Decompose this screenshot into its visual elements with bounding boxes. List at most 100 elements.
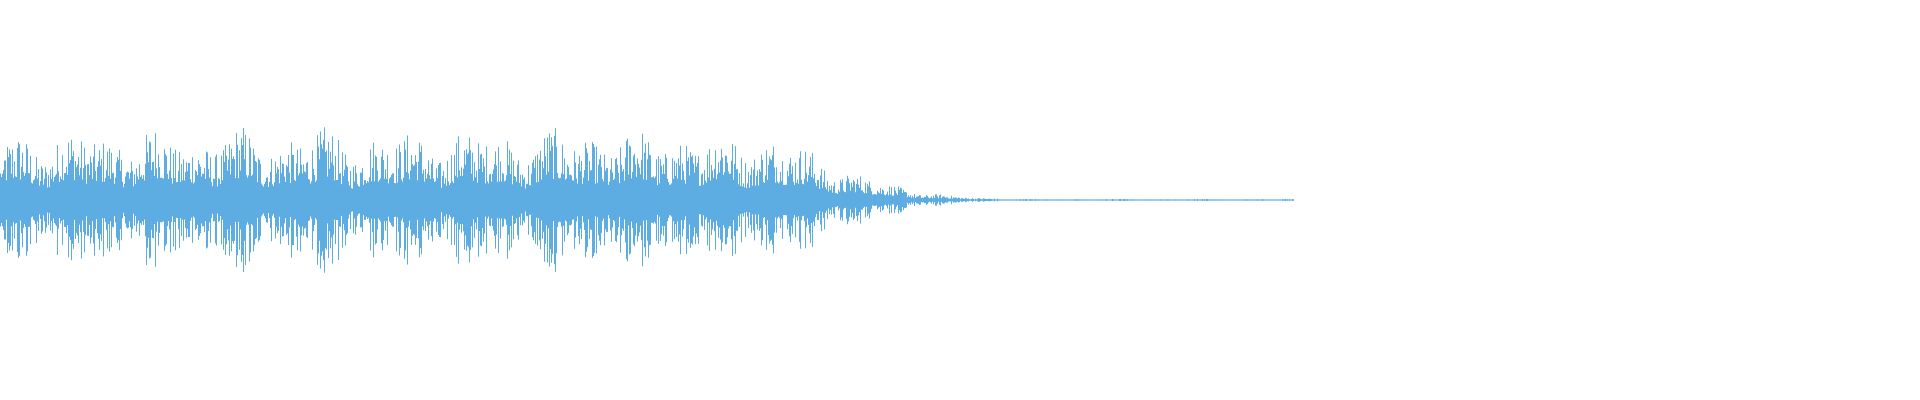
waveform-sample	[345, 154, 346, 246]
waveform-sample	[75, 161, 76, 239]
waveform-sample	[106, 170, 107, 230]
waveform-sample	[819, 188, 820, 212]
waveform-sample	[151, 170, 152, 230]
waveform-sample	[1079, 199, 1080, 201]
waveform-sample	[1187, 199, 1188, 201]
waveform-sample	[1164, 199, 1165, 201]
waveform-sample	[711, 165, 712, 235]
waveform-sample	[321, 144, 322, 256]
waveform-sample	[823, 181, 824, 219]
waveform-sample	[788, 176, 789, 224]
waveform-sample	[721, 148, 722, 252]
waveform-sample	[1131, 199, 1132, 201]
waveform-sample	[361, 172, 362, 228]
waveform-sample	[336, 180, 337, 220]
waveform-sample	[769, 156, 770, 244]
waveform-sample	[63, 180, 64, 220]
waveform-sample	[688, 157, 689, 243]
waveform-sample	[631, 178, 632, 222]
waveform-sample	[627, 138, 628, 262]
waveform-sample	[260, 163, 261, 237]
waveform-sample	[207, 152, 208, 248]
waveform-sample	[1088, 199, 1089, 201]
waveform-sample	[856, 183, 857, 217]
waveform-sample	[942, 196, 943, 204]
waveform-sample	[1123, 199, 1124, 201]
waveform-sample	[380, 178, 381, 222]
waveform-sample	[976, 199, 977, 201]
waveform-sample	[816, 186, 817, 214]
waveform-sample	[912, 195, 913, 205]
waveform-sample	[792, 166, 793, 234]
waveform-sample	[333, 165, 334, 235]
waveform-sample	[458, 136, 459, 264]
waveform-sample	[1106, 199, 1107, 201]
waveform-sample	[424, 181, 425, 219]
waveform-sample	[974, 199, 975, 201]
waveform-sample	[672, 158, 673, 242]
waveform-sample	[113, 172, 114, 228]
waveform-sample	[245, 134, 246, 266]
waveform-sample	[1012, 199, 1013, 201]
waveform-sample	[524, 177, 525, 223]
waveform-sample	[479, 168, 480, 232]
waveform-sample	[927, 195, 928, 205]
waveform-sample	[755, 185, 756, 215]
waveform-sample	[194, 181, 195, 219]
waveform-sample	[1146, 199, 1147, 201]
waveform-sample	[1178, 199, 1179, 201]
waveform-sample	[1047, 199, 1048, 201]
waveform-sample	[611, 158, 612, 242]
waveform-sample	[126, 172, 127, 228]
waveform-sample	[579, 155, 580, 245]
waveform-sample	[835, 192, 836, 208]
waveform-sample	[569, 174, 570, 226]
waveform-sample	[22, 152, 23, 248]
waveform-sample	[1268, 199, 1269, 201]
waveform-sample	[833, 185, 834, 215]
waveform-sample	[999, 199, 1000, 201]
waveform-sample	[38, 169, 39, 231]
waveform-sample	[941, 198, 942, 202]
waveform-sample	[251, 175, 252, 225]
waveform-sample	[342, 152, 343, 248]
waveform-sample	[266, 177, 267, 223]
waveform-sample	[1244, 199, 1245, 201]
waveform-sample	[1166, 199, 1167, 201]
waveform-sample	[460, 175, 461, 225]
waveform-sample	[895, 190, 896, 210]
waveform-sample	[657, 185, 658, 215]
waveform-sample	[1165, 199, 1166, 201]
waveform-sample	[356, 173, 357, 227]
waveform-sample	[305, 172, 306, 228]
waveform-sample	[812, 152, 813, 248]
waveform-sample	[803, 184, 804, 216]
waveform-sample	[313, 168, 314, 232]
waveform-sample	[3, 170, 4, 230]
waveform-sample	[640, 174, 641, 226]
waveform-sample	[1082, 199, 1083, 201]
waveform-sample	[2, 173, 3, 227]
waveform-sample	[318, 146, 319, 254]
waveform-sample	[607, 167, 608, 233]
waveform-sample	[537, 154, 538, 246]
waveform-sample	[110, 178, 111, 222]
waveform-sample	[634, 153, 635, 247]
waveform-sample	[1246, 199, 1247, 201]
waveform-sample	[1132, 199, 1133, 201]
waveform-sample	[215, 156, 216, 244]
waveform-sample	[411, 155, 412, 245]
waveform-sample	[115, 177, 116, 223]
waveform-sample	[188, 163, 189, 237]
waveform-sample	[1258, 199, 1259, 201]
waveform-sample	[744, 187, 745, 213]
waveform-sample	[587, 152, 588, 248]
waveform-sample	[838, 189, 839, 211]
waveform-sample	[916, 196, 917, 204]
waveform-sample	[818, 179, 819, 221]
waveform-sample	[482, 171, 483, 229]
waveform-sample	[790, 157, 791, 243]
waveform-sample	[575, 162, 576, 238]
waveform-sample	[809, 166, 810, 234]
